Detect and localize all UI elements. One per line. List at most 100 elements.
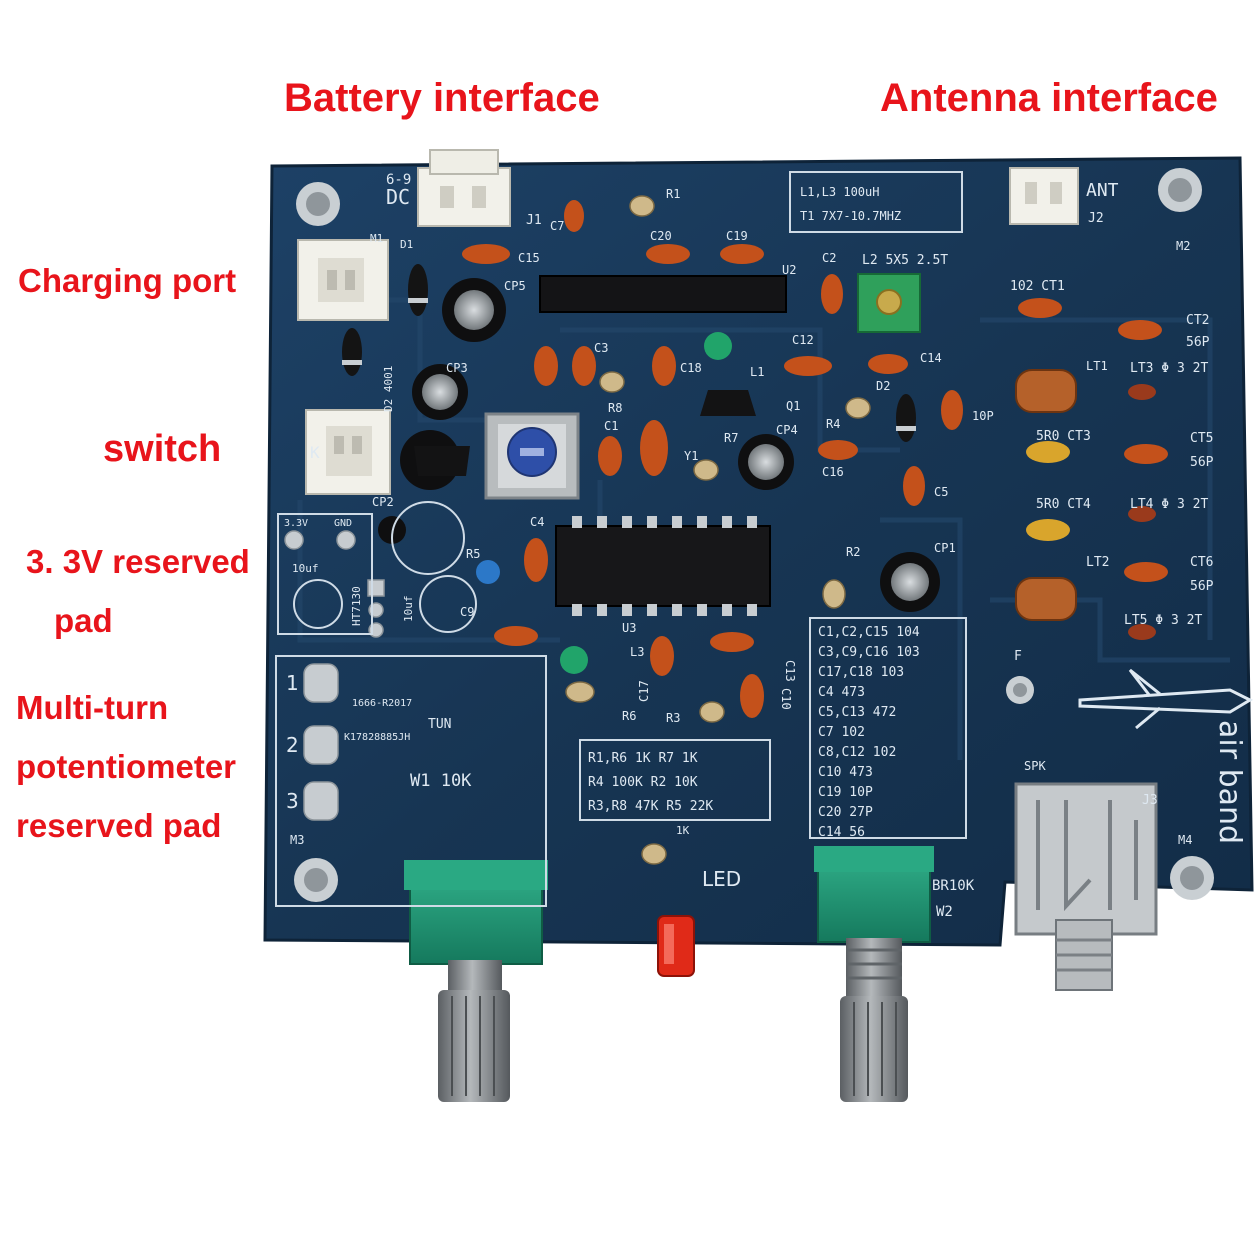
- silk-res-row: R3,R8 47K R5 22K: [588, 799, 713, 814]
- blue-resistor: [476, 560, 500, 584]
- green-capacitors: [560, 332, 732, 674]
- reserved-33v-callout: 3. 3V reserved pad: [26, 532, 250, 650]
- silk-lt5: LT5 Φ 3 2T: [1124, 613, 1202, 628]
- capacitor-cp3: [412, 364, 468, 420]
- silk-ant: ANT: [1086, 180, 1119, 201]
- mounting-hole-m4: [1170, 856, 1214, 900]
- potentiometer-w1: [404, 860, 548, 1102]
- multiturn-line2: potentiometer: [16, 748, 237, 785]
- switch-callout: switch: [103, 428, 222, 470]
- silk-designator: L1: [750, 365, 764, 379]
- silk-ct5: CT5: [1190, 431, 1213, 446]
- silk-cap-row: C1,C2,C15 104: [818, 625, 920, 640]
- capacitor-cp1: [880, 552, 940, 612]
- silk-designator: R2: [846, 545, 860, 559]
- silk-designator: R7: [724, 431, 738, 445]
- silk-f: F: [1014, 649, 1022, 664]
- silk-designator: C14: [920, 351, 942, 365]
- multiturn-pads: [303, 663, 339, 821]
- silk-designator: R6: [622, 709, 636, 723]
- silk-designator: C12: [792, 333, 814, 347]
- mounting-hole-m2: [1158, 168, 1202, 212]
- silk-designator: C2: [822, 251, 836, 265]
- charging-connector: [297, 239, 389, 321]
- silk-dc-range: 6-9: [386, 172, 411, 188]
- silk-inductor-line2: T1 7X7-10.7MHZ: [800, 209, 901, 223]
- silk-designator: R8: [608, 401, 622, 415]
- mounting-hole-m3: [294, 858, 338, 902]
- silk-designator: CP5: [504, 279, 526, 293]
- ceramic-capacitors: [462, 200, 1168, 718]
- reserved-33v-line2: pad: [54, 602, 113, 639]
- silk-d2: D2 4001: [382, 366, 395, 412]
- silk-pad-33v: 3.3V: [284, 518, 308, 529]
- silk-designator: C5: [934, 485, 948, 499]
- silk-pot-code2: K17828885JH: [344, 732, 410, 743]
- silk-j1: J1: [526, 213, 542, 228]
- silk-designator: Y1: [684, 449, 698, 463]
- silk-designator: C15: [518, 251, 540, 265]
- test-point-f: [1006, 676, 1034, 704]
- silk-tun: TUN: [428, 717, 451, 732]
- silk-spk: SPK: [1024, 759, 1046, 773]
- silk-m1: M1: [370, 232, 383, 245]
- silk-designator: R1: [666, 187, 680, 201]
- switch-connector: [305, 409, 391, 495]
- silk-designator: C18: [680, 361, 702, 375]
- diode-d1: [408, 264, 428, 316]
- transistor-q1: [700, 390, 756, 416]
- silk-designator: C7: [550, 219, 564, 233]
- silk-ct1: 102 CT1: [1010, 279, 1065, 294]
- diode-d2-right: [896, 394, 916, 442]
- silk-cap-row: C8,C12 102: [818, 745, 896, 760]
- reserved-33v-line1: 3. 3V reserved: [26, 543, 250, 580]
- silk-cap-row: C5,C13 472: [818, 705, 896, 720]
- silkscreen-outlines: [275, 171, 967, 907]
- silk-designator: CP4: [776, 423, 798, 437]
- capacitor-cp5: [442, 278, 506, 342]
- silk-m3: M3: [290, 833, 304, 847]
- rf-coils: [1015, 369, 1077, 621]
- mounting-hole-m1: [296, 182, 340, 226]
- silk-designator: 10P: [972, 409, 994, 423]
- silk-cap-row: C17,C18 103: [818, 665, 904, 680]
- silk-designator: C19: [726, 229, 748, 243]
- silk-designator: C4: [530, 515, 544, 529]
- silk-pad-gnd: GND: [334, 518, 352, 529]
- silk-w2: W2: [936, 904, 953, 920]
- silk-res-row: R1,R6 1K R7 1K: [588, 751, 698, 766]
- silk-pin2: 2: [286, 733, 299, 757]
- silk-10uf-a: 10uf: [292, 562, 319, 575]
- silk-cap-row: C20 27P: [818, 805, 873, 820]
- silk-pin1: 1: [286, 671, 299, 695]
- silk-designator: C9: [460, 605, 474, 619]
- silk-designator: C1: [604, 419, 618, 433]
- multiturn-callout: Multi-turn potentiometer reserved pad: [16, 678, 236, 855]
- silk-inductor-line1: L1,L3 100uH: [800, 185, 879, 199]
- silk-w1: W1 10K: [410, 771, 472, 791]
- antenna-interface-callout: Antenna interface: [880, 76, 1218, 120]
- silk-led: LED: [702, 867, 741, 891]
- silk-dc: DC: [386, 185, 410, 209]
- if-transformer-t1: [484, 412, 580, 500]
- silk-ct3: 5R0 CT3: [1036, 429, 1091, 444]
- silk-designators: R1 C7 C15 CP5 C20 C19 U2 C2 C12 C14 CP3 …: [310, 187, 994, 725]
- silk-designator: K: [310, 443, 320, 462]
- silk-cap-row: C10 473: [818, 765, 873, 780]
- silk-designator: R5: [466, 547, 480, 561]
- silk-designator: CP3: [446, 361, 468, 375]
- silk-cap-row: C7 102: [818, 725, 865, 740]
- silk-designator: C16: [822, 465, 844, 479]
- antenna-connector-j2: [1009, 167, 1079, 225]
- silk-lt1: LT1: [1086, 359, 1108, 373]
- silk-lt3: LT3 Φ 3 2T: [1130, 361, 1208, 376]
- silk-designator: C3: [594, 341, 608, 355]
- silk-designator: C20: [650, 229, 672, 243]
- silk-led-res: 1K: [676, 824, 690, 837]
- silk-resistor-table: R1,R6 1K R7 1K R4 100K R2 10K R3,R8 47K …: [588, 751, 713, 814]
- silk-air-band: air band: [1212, 720, 1247, 844]
- silk-lt2: LT2: [1086, 555, 1109, 570]
- silk-j3: J3: [1142, 793, 1158, 808]
- silk-designator: R4: [826, 417, 840, 431]
